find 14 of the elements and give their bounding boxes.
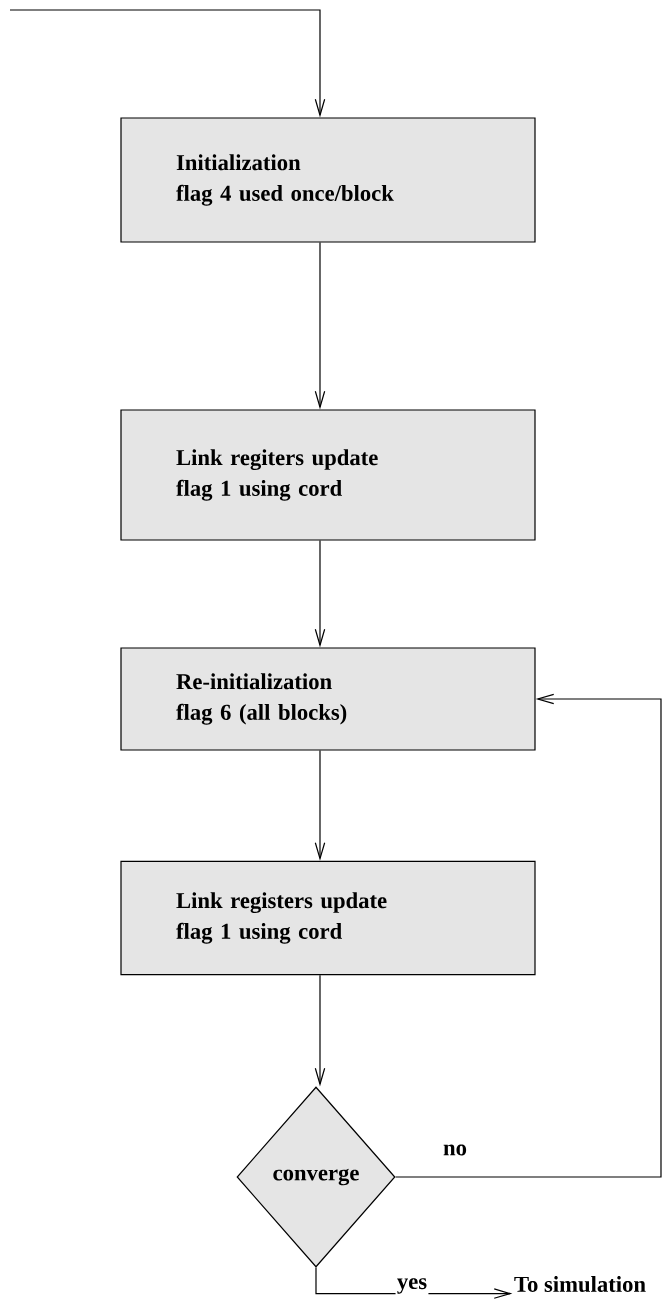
arrow <box>314 540 326 648</box>
arrow <box>395 693 662 1178</box>
process-box: Link regiters update flag 1 using cord <box>120 409 536 541</box>
arrow <box>9 9 326 118</box>
process-box: Re-initialization flag 6 (all blocks) <box>120 647 536 751</box>
edge-label: no <box>441 1143 469 1157</box>
arrow <box>314 750 326 861</box>
process-box: Initialization flag 4 used once/block <box>120 117 536 243</box>
arrow <box>314 974 326 1087</box>
arrow <box>315 1267 513 1299</box>
process-box: Link registers update flag 1 using cord <box>120 860 536 976</box>
edge-label: yes <box>395 1276 429 1296</box>
output-label: To simulation <box>514 1276 646 1292</box>
arrow <box>314 242 326 410</box>
